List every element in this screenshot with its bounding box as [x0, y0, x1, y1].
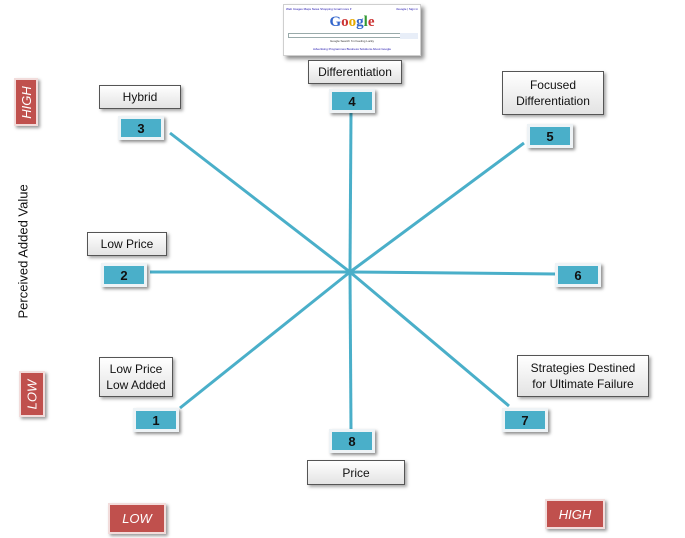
horizontal-low-level: LOW: [108, 503, 166, 534]
strategy-label-low-price: Low Price: [87, 232, 167, 256]
low-price-low-added-text: Low Price Low Added: [106, 362, 166, 392]
vertical-low-level: LOW: [19, 371, 45, 417]
strategy-number-4: 4: [329, 89, 375, 113]
vertical-low-text: LOW: [24, 379, 40, 409]
strategy-number-5: 5: [527, 124, 573, 148]
thumbnail-nav-left: Web Images Maps News Shopping Gmail more…: [286, 7, 352, 11]
strategy-number-8: 8: [329, 429, 375, 453]
ultimate-failure-text: Strategies Destined for Ultimate Failure: [530, 361, 636, 391]
vertical-high-level: HIGH: [14, 78, 38, 126]
strategy-label-focused-differentiation: Focused Differentiation: [502, 71, 604, 115]
strategy-number-3: 3: [118, 116, 164, 140]
strategy-number-1: 1: [133, 408, 179, 432]
google-homepage-thumbnail: Web Images Maps News Shopping Gmail more…: [283, 4, 421, 56]
strategy-number-6: 6: [555, 263, 601, 287]
vertical-high-text: HIGH: [18, 85, 34, 119]
spoke-1: [179, 270, 351, 410]
strategy-label-price: Price: [307, 460, 405, 485]
spoke-4: [348, 111, 353, 273]
thumbnail-footer-links: Advertising Programmes Business Solution…: [312, 47, 392, 51]
thumbnail-search-buttons: Google Search I'm Feeling Lucky: [329, 39, 375, 43]
spoke-3: [169, 131, 351, 274]
thumbnail-search-box: [288, 33, 414, 38]
spoke-8: [348, 271, 353, 431]
spoke-5: [349, 141, 525, 274]
google-logo: Google: [329, 14, 375, 30]
spoke-7: [349, 270, 510, 408]
focused-differentiation-text: Focused Differentiation: [516, 78, 590, 108]
thumbnail-side-links: [400, 33, 418, 39]
thumbnail-nav-right: iGoogle | Sign in: [396, 7, 418, 11]
strategy-number-7: 7: [502, 408, 548, 432]
spoke-6: [349, 270, 557, 276]
strategy-label-differentiation: Differentiation: [308, 60, 402, 84]
horizontal-high-level: HIGH: [545, 499, 605, 529]
y-axis-label: Perceived Added Value: [15, 184, 31, 319]
strategy-label-ultimate-failure: Strategies Destined for Ultimate Failure: [517, 355, 649, 397]
strategy-label-hybrid: Hybrid: [99, 85, 181, 109]
strategy-label-low-price-low-added: Low Price Low Added: [99, 357, 173, 397]
strategy-number-2: 2: [101, 263, 147, 287]
